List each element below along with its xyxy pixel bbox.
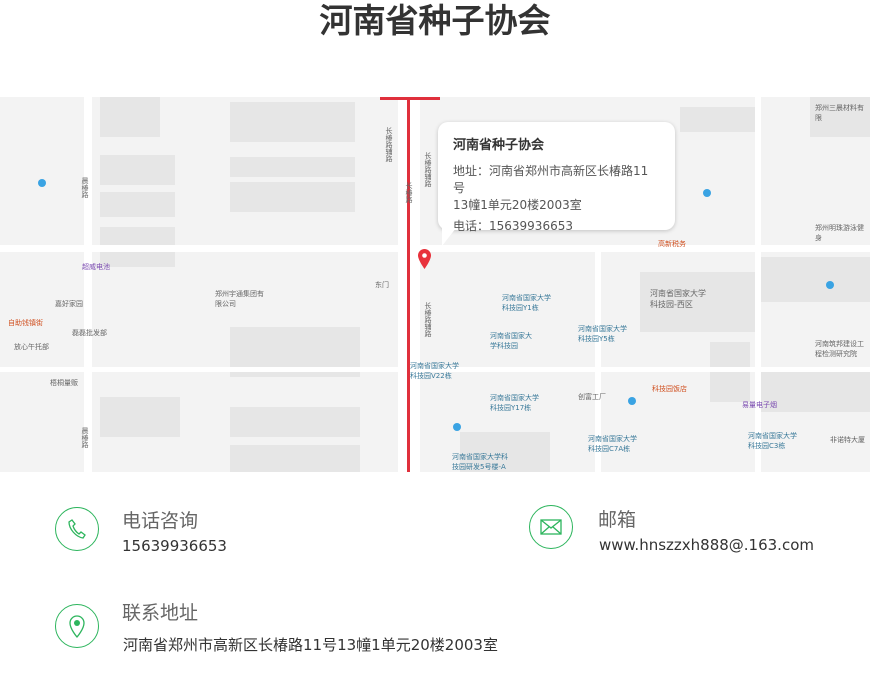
phone-icon — [55, 507, 99, 551]
map-label: 河南省国家大学科技园 — [490, 332, 532, 350]
map-label: 河南省国家大学科技园-西区 — [650, 289, 706, 309]
parking-icon — [703, 189, 711, 197]
map-label: 郑州三晨材料有限 — [815, 104, 864, 122]
email-value[interactable]: www.hnszzxh888@.163.com — [599, 536, 814, 554]
parking-icon — [628, 397, 636, 405]
map-label: 河南省国家大学科技园V22栋 — [410, 362, 459, 380]
map-label: 郑州明珠游泳健身 — [815, 224, 864, 242]
popup-title: 河南省种子协会 — [453, 138, 545, 153]
map-label: 郑州宇通集团有限公司 — [215, 290, 264, 308]
map-label: 河南省国家大学科技园Y5栋 — [578, 325, 627, 343]
map-label: 梧桐量贩 — [50, 379, 78, 387]
map-label: 磊磊批发部 — [72, 329, 107, 337]
popup-phone: 电话：15639936653 — [453, 219, 573, 233]
map-label: 河南省国家大学科技园Y1栋 — [502, 294, 551, 312]
parking-icon — [826, 281, 834, 289]
road-label: 晨椿路 — [81, 177, 89, 198]
page-title: 河南省种子协会 — [319, 1, 551, 40]
road-label: 长椿路 — [405, 182, 413, 203]
map-label: 科技园饭店 — [652, 385, 687, 393]
map[interactable]: 长椿路辅路 长椿路 长椿路辅路 长椿路辅路 晨椿路 晨椿路 郑州宇通集团有限公司… — [0, 97, 870, 472]
parking-icon — [453, 423, 461, 431]
map-label: 河南省国家大学科技园C3栋 — [748, 432, 797, 450]
address-heading: 联系地址 — [122, 602, 199, 624]
road-label: 长椿路辅路 — [424, 302, 432, 337]
map-label: 非诺特大厦 — [830, 436, 865, 444]
map-label: 高新税务 — [658, 240, 686, 248]
map-info-popup: 河南省种子协会 地址：河南省郑州市高新区长椿路11号 13幢1单元20楼2003… — [438, 122, 675, 246]
parking-icon — [38, 179, 46, 187]
map-label: 放心午托部 — [14, 343, 49, 351]
popup-address-2: 13幢1单元20楼2003室 — [453, 198, 582, 212]
map-marker-icon[interactable] — [418, 249, 431, 273]
mail-icon — [529, 505, 573, 549]
popup-address: 地址：河南省郑州市高新区长椿路11号 — [453, 164, 649, 195]
road-label: 晨椿路 — [81, 427, 89, 448]
map-label: 嘉好家园 — [55, 300, 83, 308]
map-label: 易量电子烟 — [742, 401, 777, 409]
map-label: 河南省国家大学科技园研发5号楼-A座 — [452, 453, 508, 471]
road-label: 长椿路辅路 — [424, 152, 432, 187]
location-icon — [55, 604, 99, 648]
map-label: 河南筑邦建设工程检测研究院 — [815, 340, 864, 358]
map-label: 东门 — [375, 281, 389, 289]
map-label: 自助钱镇街 — [8, 319, 43, 327]
address-value: 河南省郑州市高新区长椿路11号13幢1单元20楼2003室 — [123, 636, 498, 654]
phone-value: 15639936653 — [122, 537, 227, 555]
map-label: 创富工厂 — [578, 393, 606, 401]
email-heading: 邮箱 — [598, 509, 637, 531]
map-label: 河南省国家大学科技园C7A栋 — [588, 435, 637, 453]
map-label: 河南省国家大学科技园Y17栋 — [490, 394, 539, 412]
map-label: 超威电池 — [82, 263, 110, 271]
phone-heading: 电话咨询 — [122, 510, 199, 532]
road-label: 长椿路辅路 — [385, 127, 393, 162]
